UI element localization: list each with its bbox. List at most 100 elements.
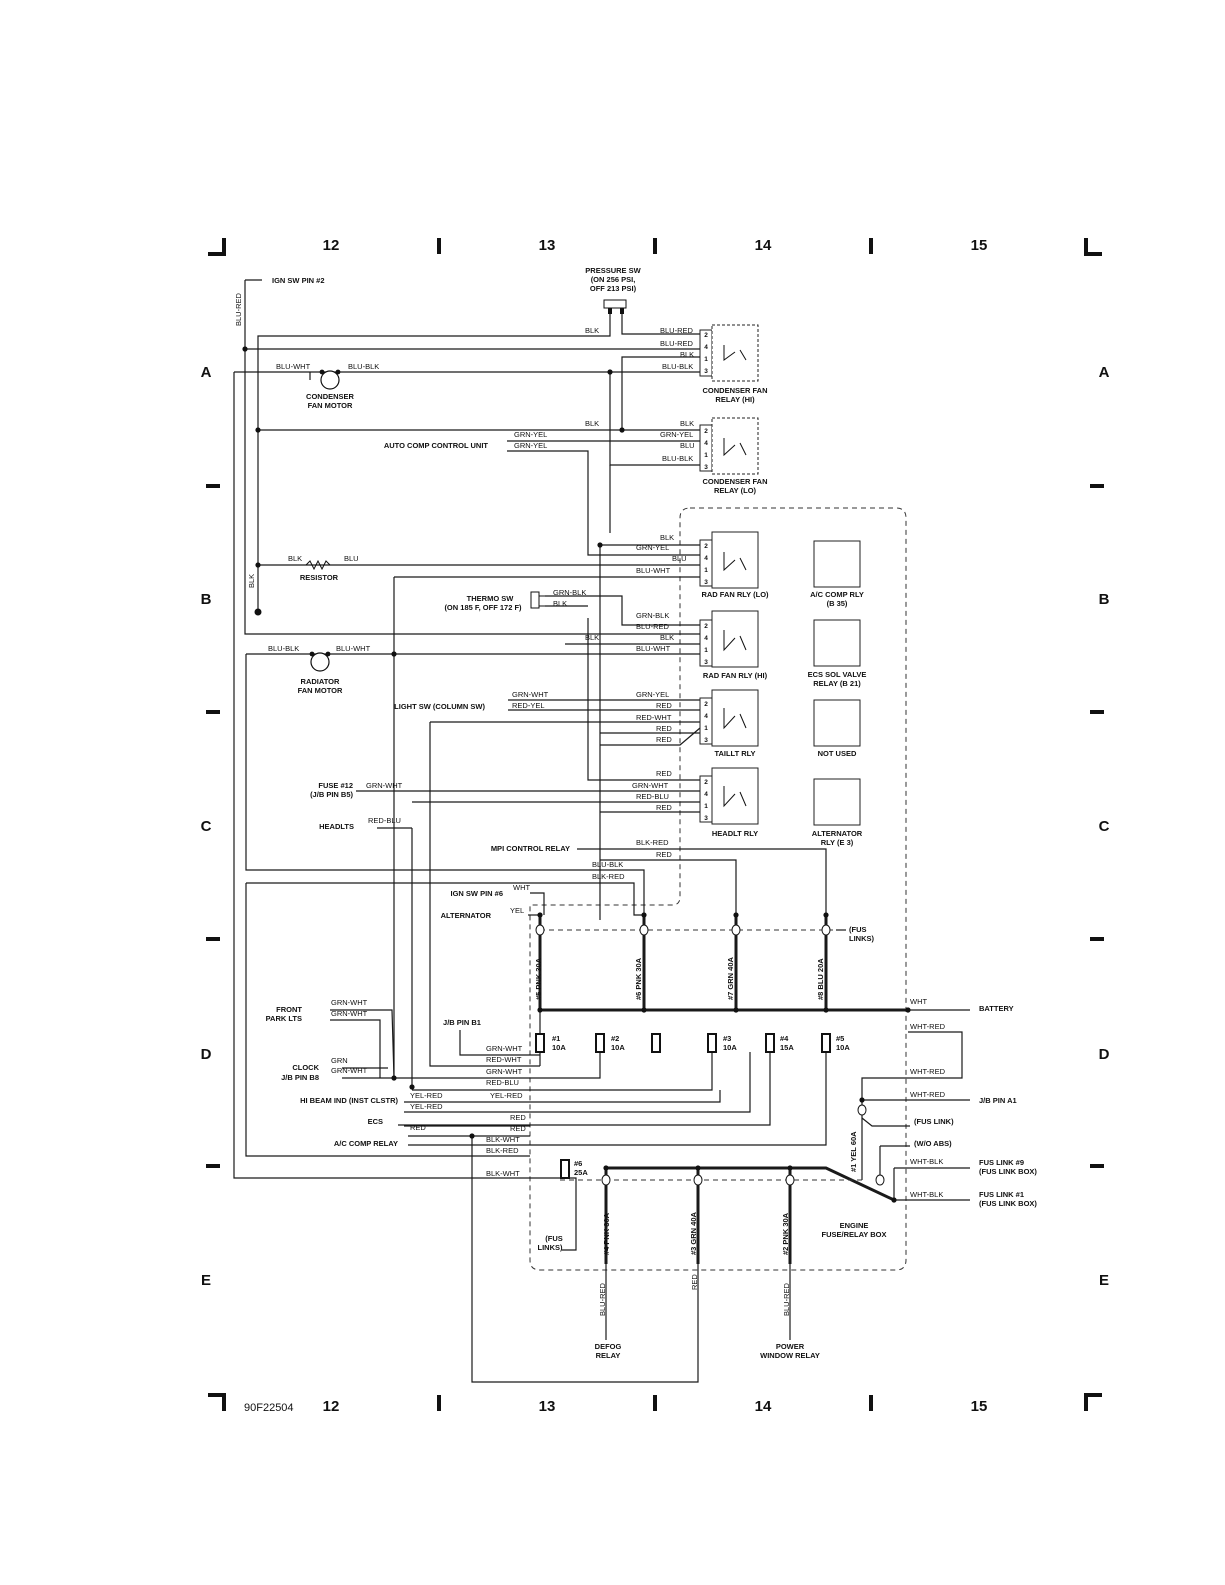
col-label-15-bottom: 15 (971, 1398, 988, 1415)
svg-text:4: 4 (704, 344, 708, 351)
svg-text:1: 1 (704, 452, 708, 459)
row-label-d: D (201, 1046, 212, 1063)
svg-text:2: 2 (704, 623, 708, 630)
svg-text:WHT-RED: WHT-RED (910, 1022, 946, 1031)
fuse-3-num: #3 (723, 1034, 731, 1043)
junction-dots (242, 346, 911, 1203)
fus-link-5-label: #5 PNK 30A (534, 957, 543, 1000)
svg-text:BLU-WHT: BLU-WHT (636, 566, 671, 575)
row-label-a: A (201, 364, 212, 381)
svg-text:RED-BLU: RED-BLU (368, 816, 401, 825)
svg-text:3: 3 (704, 464, 708, 471)
resistor-label: RESISTOR (300, 573, 339, 582)
svg-text:RED-WHT: RED-WHT (636, 713, 672, 722)
rad-fan-motor-label-1: RADIATOR (301, 677, 340, 686)
wo-abs-label: (W/O ABS) (914, 1139, 952, 1148)
svg-text:BLK: BLK (680, 350, 694, 359)
jb-pin-b1-label: J/B PIN B1 (443, 1018, 481, 1027)
svg-text:BLU-BLK: BLU-BLK (662, 454, 693, 463)
svg-text:GRN: GRN (331, 1056, 348, 1065)
fuse-5-num: #5 (836, 1034, 844, 1043)
fuse-3-rating: 10A (723, 1043, 737, 1052)
row-label-d-right: D (1099, 1046, 1110, 1063)
engine-box-outline (529, 507, 907, 1271)
engine-box-label-1: ENGINE (840, 1221, 869, 1230)
svg-text:BLK: BLK (585, 633, 599, 642)
svg-text:YEL-RED: YEL-RED (490, 1091, 523, 1100)
row-label-b-right: B (1099, 591, 1110, 608)
row-label-a-right: A (1099, 364, 1110, 381)
svg-text:4: 4 (704, 440, 708, 447)
ign-sw-pin2-label: IGN SW PIN #2 (272, 276, 325, 285)
not-used-box (813, 699, 861, 747)
clock-label-2: J/B PIN B8 (281, 1073, 319, 1082)
jb-pin-a1-label: J/B PIN A1 (979, 1096, 1017, 1105)
col-label-14: 14 (755, 237, 772, 254)
pressure-switch-icon (603, 299, 627, 314)
svg-text:BLK-WHT: BLK-WHT (486, 1135, 520, 1144)
svg-text:WHT-RED: WHT-RED (910, 1090, 946, 1099)
svg-text:GRN-WHT: GRN-WHT (331, 1009, 368, 1018)
ecs-sol-valve-box (813, 619, 861, 667)
fus-link9-label-1: FUS LINK #9 (979, 1158, 1024, 1167)
svg-text:GRN-YEL: GRN-YEL (636, 543, 669, 552)
svg-text:RED: RED (656, 850, 672, 859)
svg-text:BLK: BLK (553, 599, 567, 608)
svg-text:GRN-WHT: GRN-WHT (632, 781, 669, 790)
pressure-sw-label-2: (ON 256 PSI, (591, 275, 636, 284)
svg-text:RED-WHT: RED-WHT (486, 1055, 522, 1064)
ac-comp-relay-label: A/C COMP RELAY (334, 1139, 398, 1148)
svg-text:GRN-YEL: GRN-YEL (514, 441, 547, 450)
fus-link-3-label: #3 GRN 40A (689, 1211, 698, 1255)
svg-text:3: 3 (704, 815, 708, 822)
fus-link-6-label: #6 PNK 30A (634, 957, 643, 1000)
fus-link9-label-2: (FUS LINK BOX) (979, 1167, 1037, 1176)
svg-text:GRN-WHT: GRN-WHT (331, 998, 368, 1007)
svg-text:3: 3 (704, 659, 708, 666)
cond-fan-motor-label-1: CONDENSER (306, 392, 355, 401)
svg-text:RED: RED (510, 1124, 526, 1133)
fus-links-left-label-2: LINKS) (538, 1243, 564, 1252)
fus-link-2-label: #2 PNK 30A (781, 1212, 790, 1255)
fusible-link-labels: #5 PNK 30A #6 PNK 30A #7 GRN 40A #8 BLU … (534, 956, 858, 1255)
alternator-rly-label-1: ALTERNATOR (812, 829, 863, 838)
fuse-5-rating: 10A (836, 1043, 850, 1052)
svg-text:BLK: BLK (680, 419, 694, 428)
svg-text:GRN-BLK: GRN-BLK (553, 588, 586, 597)
resistor-icon (305, 559, 331, 571)
rad-fan-relay-hi (699, 610, 759, 668)
svg-text:RED: RED (656, 701, 672, 710)
rad-fan-rly-lo-label: RAD FAN RLY (LO) (701, 590, 769, 599)
component-labels: PRESSURE SW (ON 256 PSI, OFF 213 PSI) IG… (266, 266, 1038, 1360)
svg-text:GRN-BLK: GRN-BLK (636, 611, 669, 620)
svg-text:YEL-RED: YEL-RED (410, 1091, 443, 1100)
fus-link-7-label: #7 GRN 40A (726, 956, 735, 1000)
svg-text:4: 4 (704, 713, 708, 720)
svg-text:BLU-BLK: BLU-BLK (662, 362, 693, 371)
power-window-relay-label-2: WINDOW RELAY (760, 1351, 820, 1360)
svg-text:2: 2 (704, 543, 708, 550)
svg-text:WHT-RED: WHT-RED (910, 1067, 946, 1076)
fuse-labels: #1 10A #2 10A #3 10A #4 15A #5 10A #6 25… (552, 1034, 850, 1177)
svg-text:3: 3 (704, 737, 708, 744)
fus-links-top-label-2: LINKS) (849, 934, 875, 943)
svg-text:GRN-YEL: GRN-YEL (514, 430, 547, 439)
col-label-12-bottom: 12 (323, 1398, 340, 1415)
svg-text:BLU-RED: BLU-RED (636, 622, 670, 631)
svg-text:BLU-RED: BLU-RED (660, 326, 694, 335)
fuse-2-num: #2 (611, 1034, 619, 1043)
ac-comp-rly-box (813, 540, 861, 588)
cond-fan-relay-hi-label-1: CONDENSER FAN (702, 386, 767, 395)
svg-text:RED: RED (410, 1123, 426, 1132)
motor-icons (309, 369, 341, 672)
svg-text:RED: RED (656, 735, 672, 744)
fuse12-label-1: FUSE #12 (318, 781, 353, 790)
rad-fan-motor-label-2: FAN MOTOR (298, 686, 343, 695)
svg-text:BLU-RED: BLU-RED (782, 1282, 791, 1316)
svg-text:BLU-WHT: BLU-WHT (636, 644, 671, 653)
svg-text:GRN-WHT: GRN-WHT (512, 690, 549, 699)
mpi-relay-label: MPI CONTROL RELAY (491, 844, 570, 853)
headlt-relay (699, 767, 759, 825)
svg-text:BLK-RED: BLK-RED (636, 838, 669, 847)
cond-fan-relay-lo-label-1: CONDENSER FAN (702, 477, 767, 486)
